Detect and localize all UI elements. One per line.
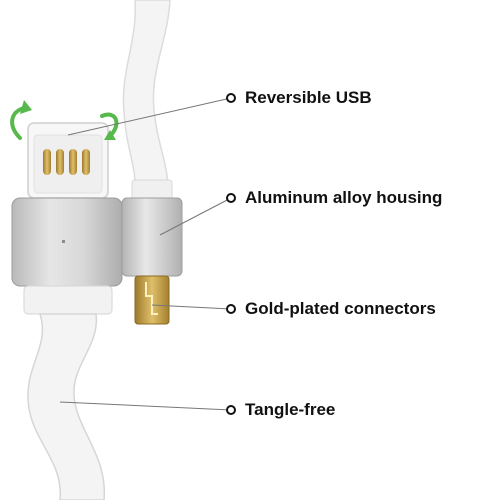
bullet-aluminum-housing bbox=[226, 193, 236, 203]
usb-housing-dot bbox=[62, 240, 65, 243]
usb-plug-strain-relief bbox=[23, 285, 113, 315]
bullet-reversible-usb bbox=[226, 93, 236, 103]
bullet-gold-connectors bbox=[226, 304, 236, 314]
rotate-left-arrow-icon bbox=[10, 100, 32, 140]
callout-tangle-free: Tangle-free bbox=[245, 400, 336, 419]
usb-plug-housing bbox=[11, 197, 123, 287]
bullet-tangle-free bbox=[226, 405, 236, 415]
callout-aluminum-housing: Aluminum alloy housing bbox=[245, 188, 443, 207]
leader-line-gold-connectors bbox=[151, 304, 232, 310]
micro-usb-cable bbox=[122, 0, 171, 201]
micro-usb-housing bbox=[121, 197, 183, 277]
rotate-right-arrow-icon bbox=[100, 112, 119, 140]
leader-line-reversible-usb bbox=[67, 97, 232, 136]
micro-usb-contact-slot bbox=[145, 282, 158, 315]
callout-reversible-usb: Reversible USB bbox=[245, 88, 372, 107]
usb-contact-1 bbox=[43, 149, 51, 175]
leader-line-aluminum-housing bbox=[159, 197, 232, 236]
usb-contact-3 bbox=[69, 149, 77, 175]
usb-contact-2 bbox=[56, 149, 64, 175]
leader-line-tangle-free bbox=[59, 401, 232, 411]
callout-gold-connectors: Gold-plated connectors bbox=[245, 299, 436, 318]
usb-flat-cable bbox=[27, 313, 105, 500]
usb-contact-4 bbox=[82, 149, 90, 175]
